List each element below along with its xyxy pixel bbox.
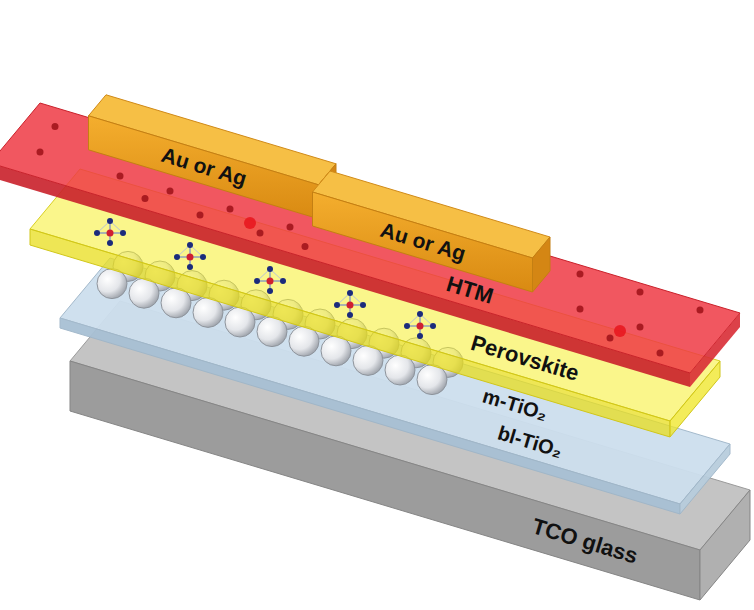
- molecule-dot: [287, 224, 294, 231]
- electrode-bar: [89, 95, 337, 219]
- bar-front: [89, 116, 319, 219]
- bar-end: [533, 237, 551, 292]
- molecule-dot: [607, 335, 614, 342]
- molecule-dot: [697, 307, 704, 314]
- molecule-dot: [637, 289, 644, 296]
- molecule-dot: [117, 173, 124, 180]
- electrode-bar: [313, 171, 551, 292]
- molecule-dot: [167, 188, 174, 195]
- layer-end: [690, 313, 740, 387]
- molecule-dot: [227, 206, 234, 213]
- molecule-dot: [302, 243, 309, 250]
- bar-front: [313, 192, 533, 292]
- octahedron: [404, 311, 436, 339]
- molecule-dot: [52, 123, 59, 130]
- molecule-dot: [637, 324, 644, 331]
- molecule-dot: [257, 230, 264, 237]
- molecule-dot: [577, 271, 584, 278]
- molecule-dot: [614, 325, 626, 337]
- octahedron: [254, 266, 286, 294]
- layer-front: [0, 163, 690, 387]
- layer-end: [680, 444, 730, 514]
- molecule-dot: [577, 306, 584, 313]
- slab-end: [700, 490, 750, 600]
- octahedron: [174, 242, 206, 270]
- molecule-dot: [244, 217, 256, 229]
- htm-layer: [0, 103, 740, 387]
- octahedron: [94, 218, 126, 246]
- layer-top: [0, 103, 740, 373]
- molecule-dot: [197, 212, 204, 219]
- molecule-dot: [142, 195, 149, 202]
- octahedron: [334, 290, 366, 318]
- molecule-dot: [657, 350, 664, 357]
- molecule-dot: [37, 149, 44, 156]
